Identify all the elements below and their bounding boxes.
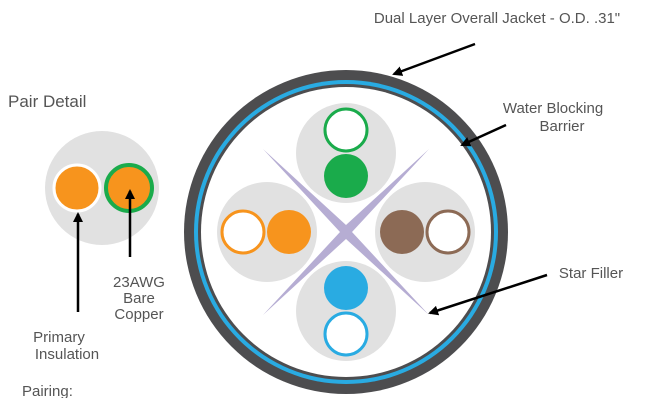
blue-solid-conductor	[324, 266, 368, 310]
conductor-label-line1: 23AWG	[113, 274, 165, 291]
green-solid-conductor	[324, 154, 368, 198]
pair-detail	[45, 131, 159, 245]
green-stripe-conductor	[323, 107, 369, 153]
insulation-label-line1: Primary	[33, 329, 85, 346]
pairing-label: Pairing:	[22, 383, 73, 398]
insulation-label-line2: Insulation	[35, 346, 99, 363]
pair-background-bottom	[296, 261, 396, 361]
brown-solid-conductor	[380, 210, 424, 254]
pair-background-top	[296, 103, 396, 203]
orange-solid-conductor	[267, 210, 311, 254]
star-filler-arm-1	[263, 149, 429, 315]
blue-stripe-conductor	[323, 311, 369, 357]
star-filler-arrow	[428, 273, 548, 316]
brown-stripe-conductor	[425, 209, 471, 255]
conductor-label-line2: Bare	[123, 290, 155, 307]
cable-cross-section	[184, 70, 508, 394]
water-blocking-arrow	[460, 123, 507, 147]
pair-detail-title: Pair Detail	[8, 92, 86, 111]
pair-detail-primary-conductor	[52, 163, 102, 213]
star-filler-label: Star Filler	[559, 265, 623, 282]
conductor-label-line3: Copper	[114, 306, 163, 323]
pair-background-right	[375, 182, 475, 282]
star-filler	[263, 149, 429, 315]
water-blocking-label-line1: Water Blocking	[503, 100, 603, 117]
jacket-arrow	[392, 42, 476, 76]
orange-stripe-conductor	[220, 209, 266, 255]
jacket-label: Dual Layer Overall Jacket - O.D. .31"	[374, 10, 620, 27]
water-blocking-label-line2: Barrier	[539, 118, 584, 135]
